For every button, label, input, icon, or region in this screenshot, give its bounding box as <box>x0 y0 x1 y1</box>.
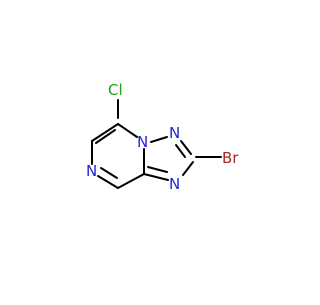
bond-c8-c8a <box>117 173 145 189</box>
atom-bromine: Br <box>222 149 239 167</box>
atom-nitrogen-pyrazine: N <box>86 162 97 180</box>
atom-nitrogen-bridgehead: N <box>137 133 148 151</box>
bond-n3-c8a <box>143 173 169 181</box>
bond-n1-c2 <box>180 140 192 155</box>
atom-labels: Cl N N N N Br <box>86 81 239 193</box>
atom-nitrogen-triazole-upper: N <box>169 124 180 142</box>
bond-c5-c6 <box>91 123 119 142</box>
atom-nitrogen-triazole-lower: N <box>169 175 180 193</box>
bond-n4-c5 <box>117 123 138 138</box>
bond-n7-c8-inner <box>100 167 118 179</box>
molecule-structure: Cl N N N N Br <box>86 81 239 193</box>
atom-chlorine: Cl <box>108 81 123 99</box>
bond-n1-c2-inner <box>175 144 186 158</box>
bonds <box>91 99 222 189</box>
bond-n4-n1 <box>150 136 168 143</box>
bond-c2-n3 <box>182 161 194 176</box>
bond-n3-c8a-inner <box>147 166 168 173</box>
bond-n7-c8 <box>97 175 119 189</box>
structure-canvas: Cl N N N N Br <box>86 81 239 193</box>
bond-c5-c6-inner <box>95 129 116 144</box>
